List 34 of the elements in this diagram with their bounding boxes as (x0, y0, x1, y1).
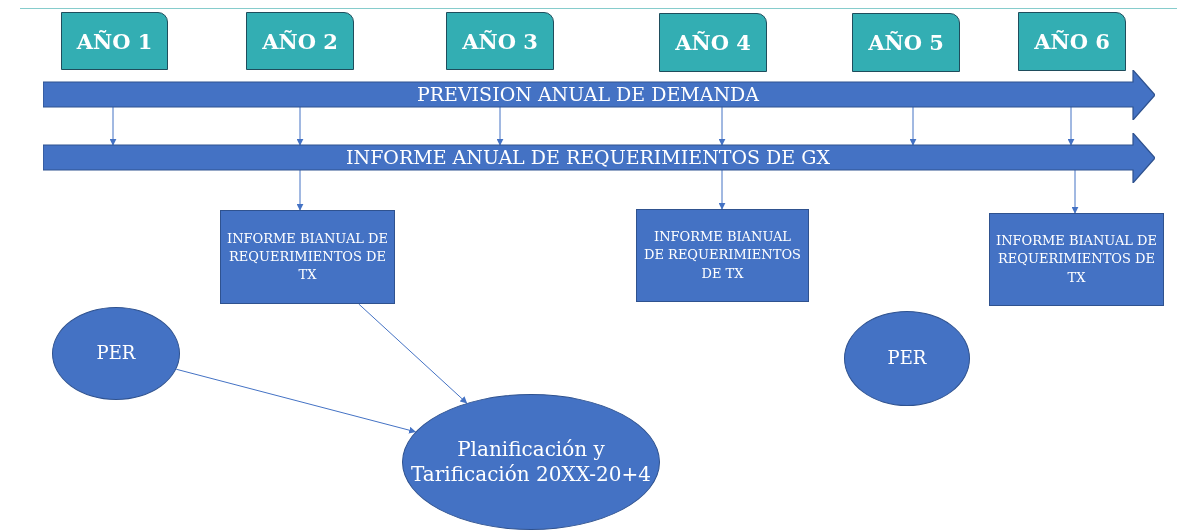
year-label: AÑO 6 (1034, 29, 1110, 54)
arrow (718, 106, 726, 146)
band-label: PREVISION ANUAL DE DEMANDA (415, 82, 761, 107)
report-label: INFORME BIANUAL DE REQUERIMIENTOS DE TX (996, 232, 1157, 287)
ellipse-label: PER (887, 347, 927, 370)
arrow (1071, 169, 1079, 214)
arrow (296, 169, 304, 211)
report-box (636, 209, 809, 302)
year-tab (1018, 12, 1126, 71)
year-tab (659, 13, 767, 72)
year-label: AÑO 3 (462, 28, 538, 54)
year-label: AÑO 4 (675, 30, 751, 55)
year-label: AÑO 5 (868, 30, 944, 55)
ellipse-label: Planificación y Tarificación 20XX-20+4 (410, 437, 652, 487)
arrow (496, 106, 504, 146)
arrow (109, 106, 117, 146)
report-label: INFORME BIANUAL DE REQUERIMIENTOS DE TX (227, 229, 388, 285)
arrow (358, 303, 468, 404)
year-tab (852, 13, 960, 72)
year-tab (246, 12, 354, 70)
arrow (296, 106, 304, 146)
year-tab (61, 12, 168, 70)
arrow (175, 368, 417, 434)
year-label: AÑO 1 (76, 28, 153, 54)
report-label: INFORME BIANUAL DE REQUERIMIENTOS DE TX (643, 228, 802, 283)
arrow (1067, 106, 1075, 146)
report-box (220, 210, 395, 304)
arrow (909, 106, 917, 146)
band-label: INFORME ANUAL DE REQUERIMIENTOS DE GX (345, 145, 831, 170)
report-box (989, 213, 1164, 306)
arrow (718, 169, 726, 210)
ellipse-label: PER (96, 342, 136, 365)
year-tab (446, 12, 554, 70)
year-label: AÑO 2 (262, 28, 338, 54)
